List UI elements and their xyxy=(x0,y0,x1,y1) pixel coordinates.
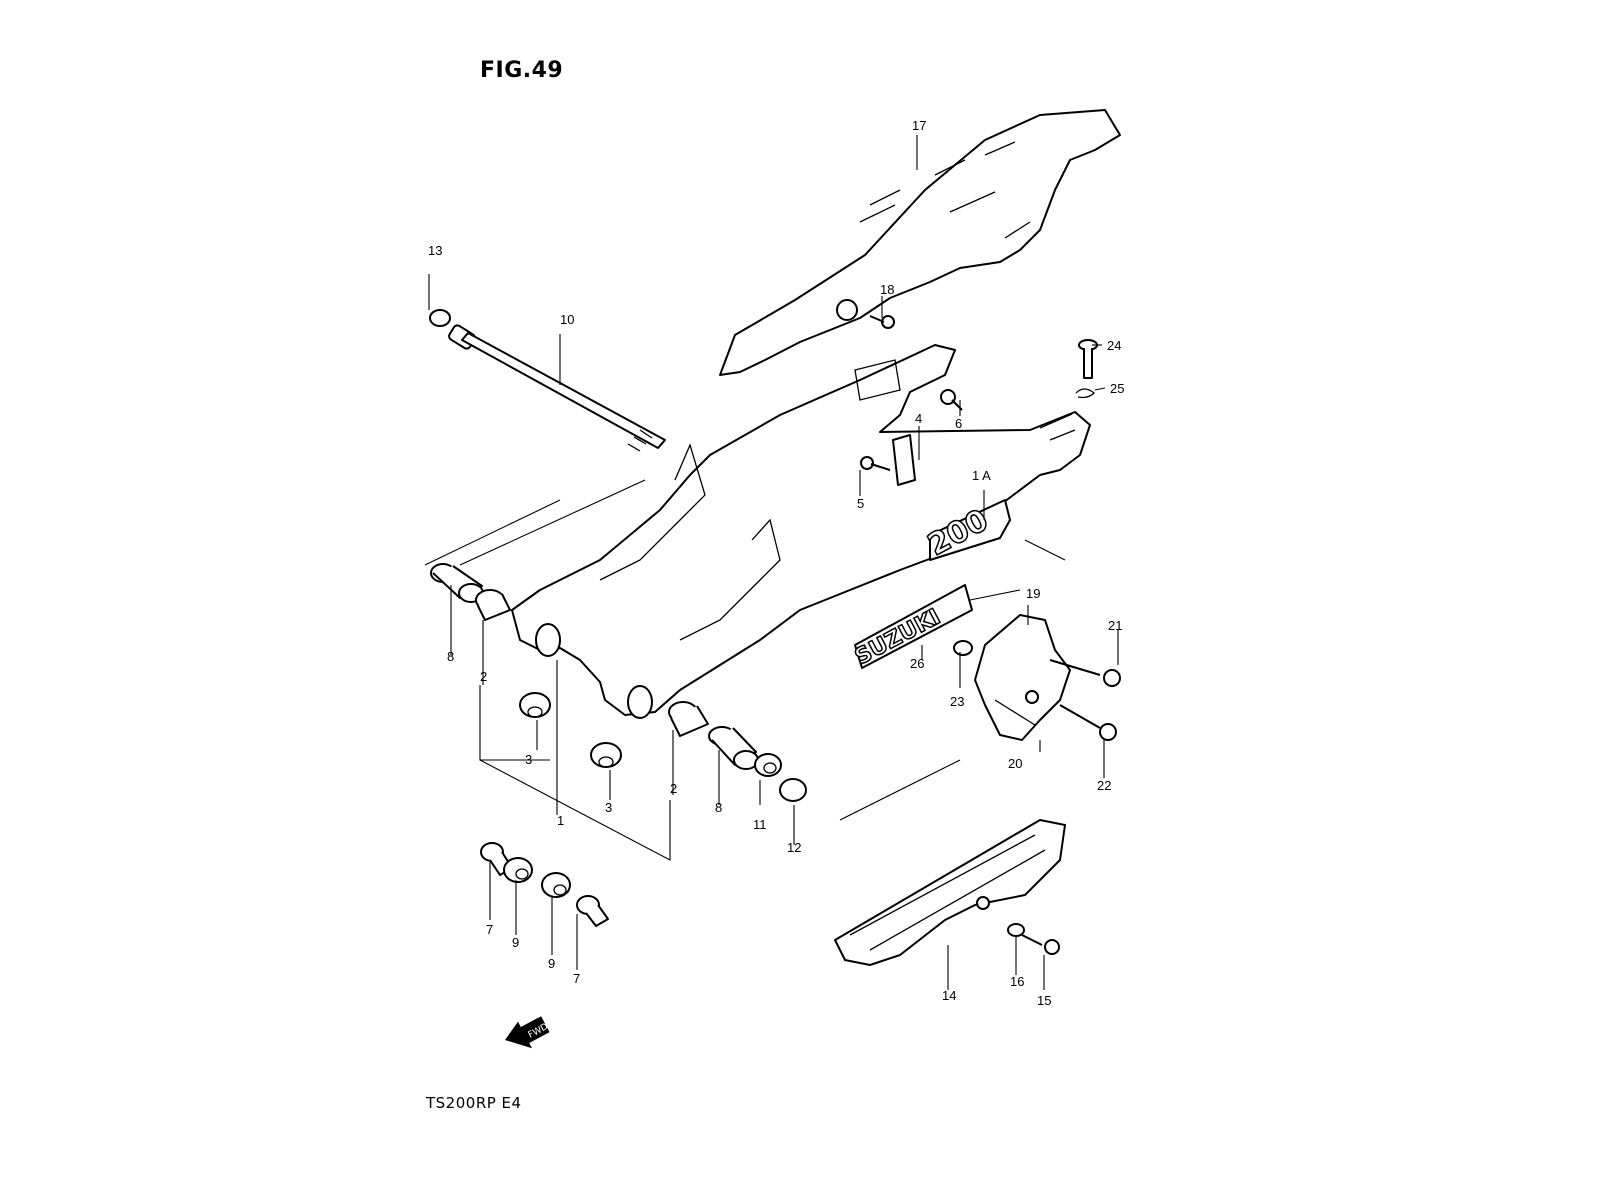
spacer-9-right xyxy=(541,872,571,898)
callout-6: 6 xyxy=(955,416,962,431)
callout-25: 25 xyxy=(1110,381,1124,396)
callout-7-left: 7 xyxy=(486,922,493,937)
callout-8-left: 8 xyxy=(447,649,454,664)
fwd-arrow-icon: FWD xyxy=(504,1016,550,1049)
callout-18: 18 xyxy=(880,282,894,297)
callout-8-right: 8 xyxy=(715,800,722,815)
chain-adjuster-bracket xyxy=(974,614,1071,741)
bushing-8-left xyxy=(430,563,484,603)
callout-2-right: 2 xyxy=(670,781,677,796)
figure-title: FIG.49 xyxy=(480,58,564,83)
bolt-22 xyxy=(1059,704,1117,741)
callout-13: 13 xyxy=(428,243,442,258)
seal-3-left xyxy=(519,692,551,718)
callout-labels: 1 1 A 2 2 3 3 4 5 6 7 7 8 8 9 9 10 11 12… xyxy=(428,118,1124,1008)
callout-3-right: 3 xyxy=(605,800,612,815)
bushing-8-right xyxy=(708,726,759,770)
callout-19: 19 xyxy=(1026,586,1040,601)
callout-11: 11 xyxy=(753,817,767,832)
washer-13 xyxy=(429,309,451,327)
callout-7-right: 7 xyxy=(573,971,580,986)
washer-16 xyxy=(1007,923,1025,937)
callout-1a: 1 A xyxy=(972,468,991,483)
spacer-9-left xyxy=(503,857,533,883)
callout-26: 26 xyxy=(910,656,924,671)
bolt-15 xyxy=(1021,934,1060,955)
chain-slider xyxy=(834,819,1066,966)
callout-15: 15 xyxy=(1037,993,1051,1008)
washer-23 xyxy=(953,640,973,656)
cap-12 xyxy=(779,778,807,802)
decal-suzuki-text: SUZUKI xyxy=(851,605,945,671)
pivot-shaft xyxy=(448,324,666,452)
bolt-21 xyxy=(1049,659,1121,687)
nut-11 xyxy=(754,753,782,777)
bolt-5 xyxy=(860,456,891,471)
bracket-4 xyxy=(892,434,916,486)
callout-5: 5 xyxy=(857,496,864,511)
callout-23: 23 xyxy=(950,694,964,709)
bearing-2-right xyxy=(668,701,709,737)
swing-arm xyxy=(511,344,1091,719)
bearing-2-left xyxy=(475,589,511,621)
callout-9-left: 9 xyxy=(512,935,519,950)
callout-3-left: 3 xyxy=(525,752,532,767)
callout-14: 14 xyxy=(942,988,956,1003)
callout-1: 1 xyxy=(557,813,564,828)
cotter-clip-25 xyxy=(1075,388,1095,399)
callout-22: 22 xyxy=(1097,778,1111,793)
callout-20: 20 xyxy=(1008,756,1022,771)
callout-16: 16 xyxy=(1010,974,1024,989)
bolt-18 xyxy=(869,315,895,329)
bolt-6 xyxy=(940,389,963,411)
callout-2-left: 2 xyxy=(480,669,487,684)
callout-9-right: 9 xyxy=(548,956,555,971)
collar-7-right xyxy=(576,895,609,927)
callout-12: 12 xyxy=(787,840,801,855)
chain-case-guard xyxy=(719,109,1121,376)
callout-21: 21 xyxy=(1108,618,1122,633)
leader-lines xyxy=(424,135,1119,990)
callout-10: 10 xyxy=(560,312,574,327)
callout-4: 4 xyxy=(915,411,922,426)
seal-3-right xyxy=(590,742,622,768)
callout-17: 17 xyxy=(912,118,926,133)
clevis-pin-24 xyxy=(1078,339,1098,379)
callout-24: 24 xyxy=(1107,338,1121,353)
model-code: TS200RP E4 xyxy=(426,1094,522,1112)
